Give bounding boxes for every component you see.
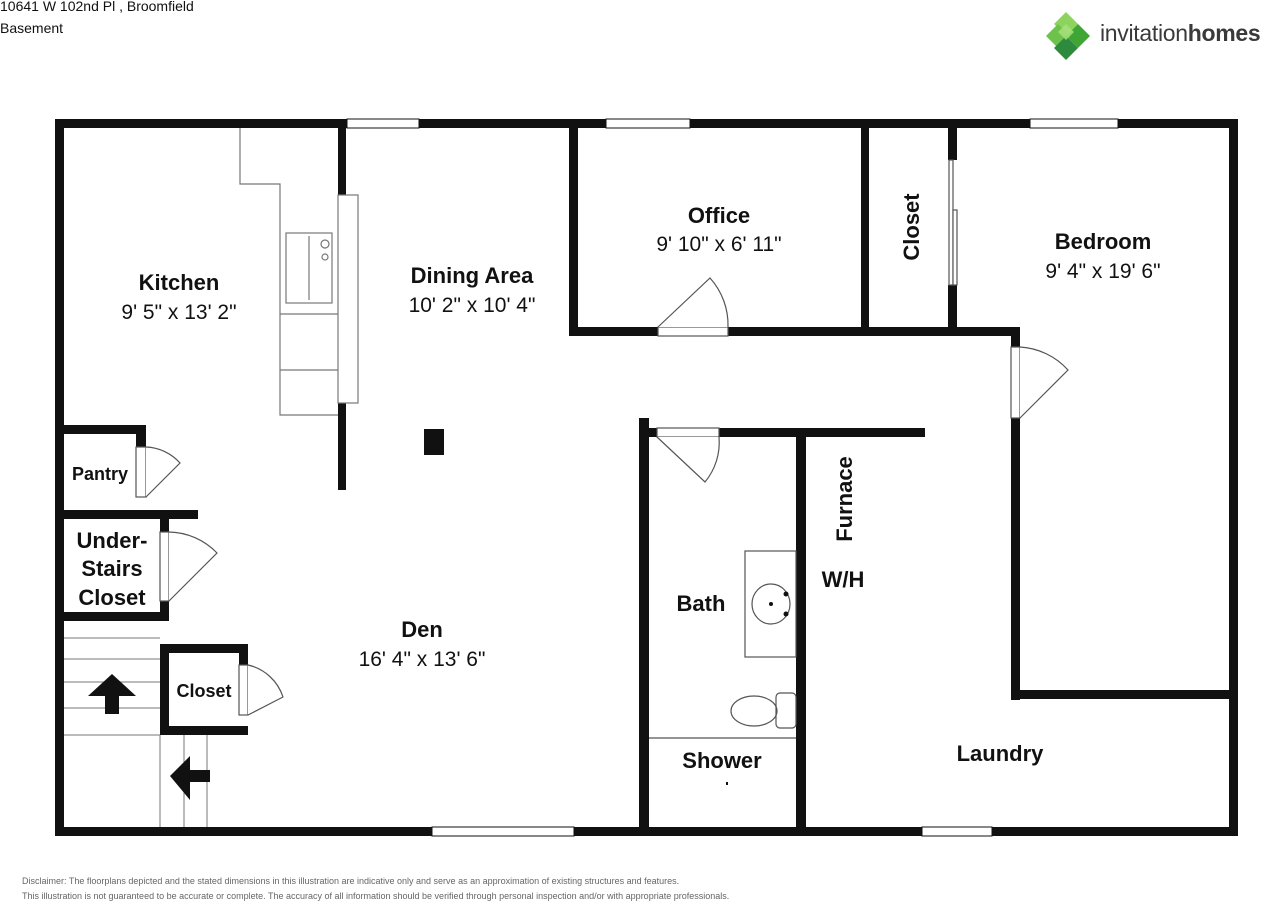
closet-top-label: Closet bbox=[899, 193, 924, 261]
logo-word-invitation: invitation bbox=[1100, 20, 1188, 46]
office-dims: 9' 10" x 6' 11" bbox=[656, 233, 781, 256]
under-stairs-label-line3: Closet bbox=[78, 585, 146, 610]
den-dims: 16' 4" x 13' 6" bbox=[359, 648, 486, 671]
stairs-turn-arrow-icon bbox=[170, 756, 210, 800]
kitchen-counters bbox=[239, 128, 359, 416]
property-address: 10641 W 102nd Pl , Broomfield bbox=[0, 0, 194, 14]
interior-walls bbox=[64, 128, 1238, 836]
logo-mark-icon bbox=[1046, 12, 1090, 60]
logo-wordmark: invitationhomes bbox=[1100, 20, 1261, 47]
disclaimer-line-1: Disclaimer: The floorplans depicted and … bbox=[22, 876, 680, 886]
shower-drain-icon bbox=[726, 782, 728, 785]
furnace-label: Furnace bbox=[832, 456, 857, 542]
disclaimer-line-2: This illustration is not guaranteed to b… bbox=[22, 891, 730, 901]
office-label: Office bbox=[688, 203, 750, 228]
bedroom-label: Bedroom bbox=[1055, 229, 1152, 254]
laundry-label: Laundry bbox=[957, 741, 1045, 766]
column-post bbox=[424, 429, 444, 455]
floor-level-label: Basement bbox=[0, 20, 64, 36]
doors bbox=[135, 159, 1069, 716]
sink-drain-icon bbox=[769, 602, 773, 606]
water-heater-label: W/H bbox=[822, 567, 865, 592]
den-label: Den bbox=[401, 617, 443, 642]
brand-logo: invitationhomes bbox=[1044, 10, 1280, 60]
logo-word-homes: homes bbox=[1187, 20, 1261, 46]
faucet-icon-2 bbox=[783, 611, 789, 617]
faucet-icon bbox=[783, 591, 789, 597]
dining-area-dims: 10' 2" x 10' 4" bbox=[409, 294, 536, 317]
bath-fixtures bbox=[649, 550, 797, 739]
under-stairs-label-line2: Stairs bbox=[81, 556, 142, 581]
shower-label: Shower bbox=[682, 748, 762, 773]
kitchen-label: Kitchen bbox=[139, 270, 220, 295]
bath-label: Bath bbox=[677, 591, 726, 616]
windows bbox=[346, 118, 1119, 837]
dining-area-label: Dining Area bbox=[411, 263, 534, 288]
pantry-label: Pantry bbox=[72, 464, 128, 484]
kitchen-dims: 9' 5" x 13' 2" bbox=[121, 301, 236, 324]
bedroom-dims: 9' 4" x 19' 6" bbox=[1045, 260, 1160, 283]
under-stairs-label-line1: Under- bbox=[77, 528, 148, 553]
stairs-up-arrow-icon bbox=[88, 674, 136, 714]
closet-small-label: Closet bbox=[176, 681, 231, 701]
